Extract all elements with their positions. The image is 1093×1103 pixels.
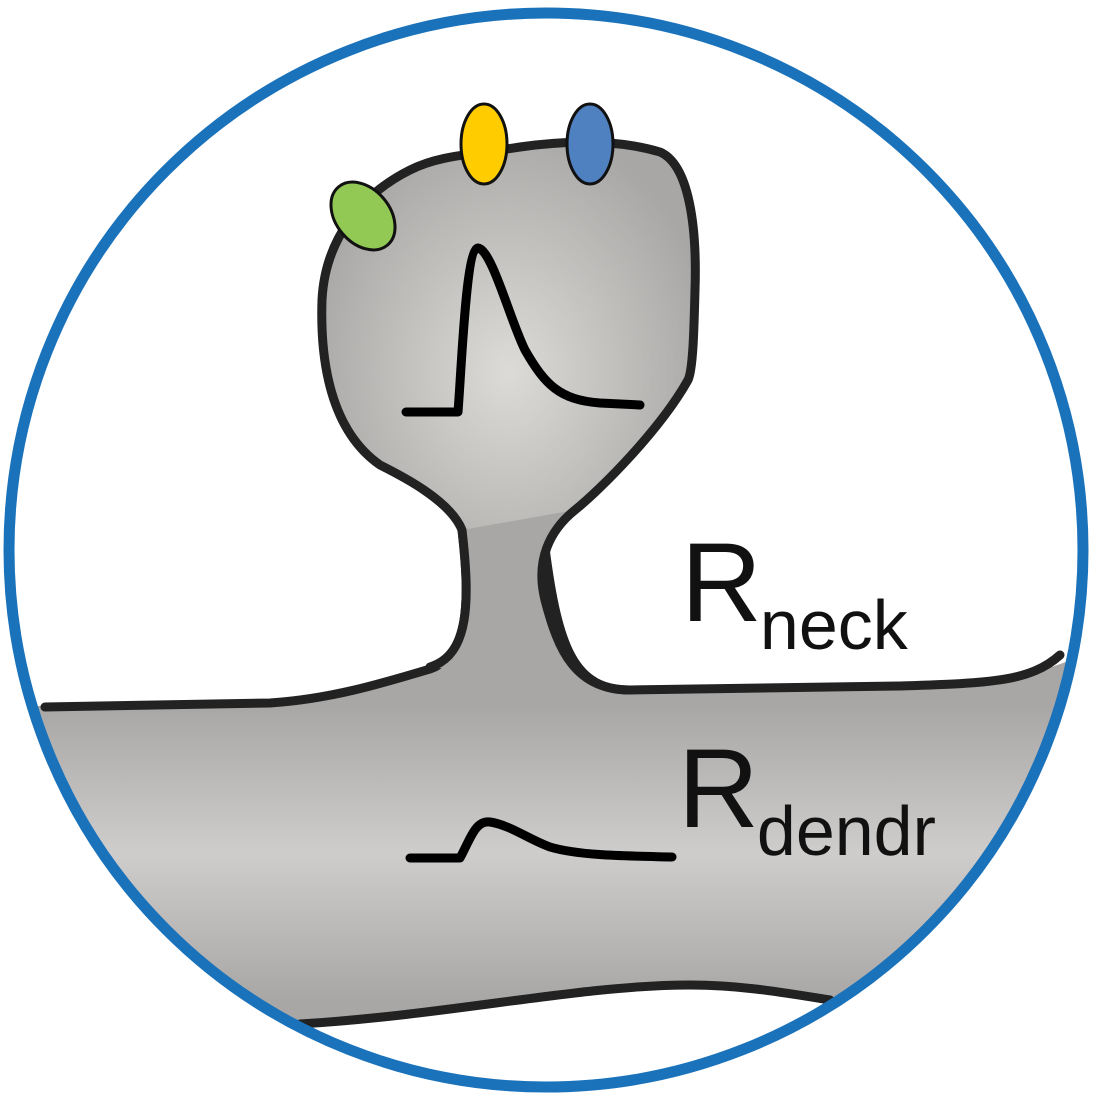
receptor-blue-icon — [565, 102, 615, 186]
receptor-green-icon — [329, 180, 397, 252]
dendrite-voltage-trace — [405, 817, 677, 863]
spine-voltage-trace — [401, 243, 645, 417]
r-neck-main: R — [681, 520, 762, 645]
lower-membrane — [295, 980, 835, 1029]
r-dendr-subscript: dendr — [756, 792, 936, 870]
extracellular-bottom — [9, 985, 1083, 1087]
outer-circle — [3, 7, 1089, 1093]
r-dendr-main: R — [678, 726, 759, 851]
r-neck-label: Rneck — [681, 527, 908, 661]
spine-neck-fill — [430, 510, 630, 690]
r-neck-subscript: neck — [759, 586, 908, 664]
r-dendr-label: Rdendr — [678, 733, 936, 867]
receptor-yellow-icon — [459, 102, 509, 186]
